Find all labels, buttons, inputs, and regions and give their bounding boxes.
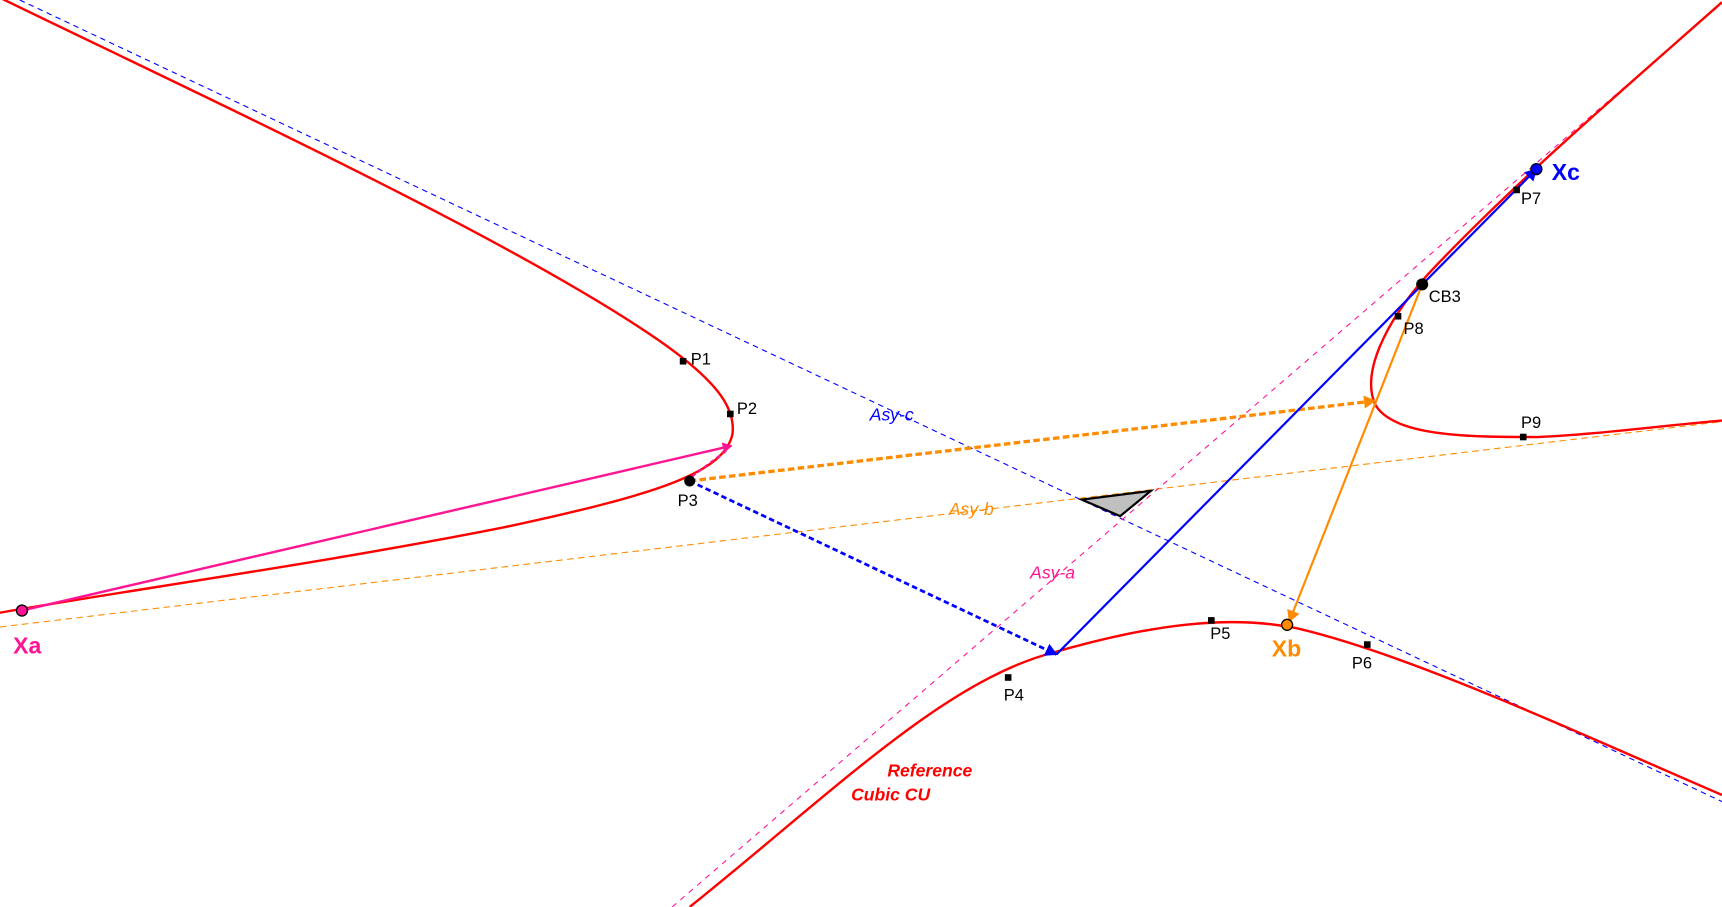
asymptote-a-line bbox=[671, 2, 1722, 907]
label-p9: P9 bbox=[1521, 414, 1541, 432]
point-p4-marker[interactable] bbox=[1004, 674, 1012, 681]
label-p8: P8 bbox=[1404, 320, 1424, 338]
line-lower-to-xc bbox=[1055, 168, 1538, 656]
point-xa-marker[interactable] bbox=[15, 604, 29, 617]
label-asy-a: Asy-a bbox=[1029, 563, 1075, 583]
arrow-cb3-to-xb bbox=[1287, 283, 1424, 623]
label-p6: P6 bbox=[1352, 655, 1372, 673]
label-p5: P5 bbox=[1210, 625, 1230, 643]
point-p6-marker[interactable] bbox=[1363, 641, 1371, 648]
curve-title-line1: Reference bbox=[887, 760, 972, 780]
arrow-p3-to-right-branch bbox=[689, 395, 1377, 483]
point-p3-marker[interactable] bbox=[684, 475, 696, 487]
label-p3: P3 bbox=[678, 492, 698, 510]
label-xa: Xa bbox=[13, 632, 41, 658]
point-p9-marker[interactable] bbox=[1519, 433, 1527, 441]
point-cb3-marker[interactable] bbox=[1416, 278, 1429, 291]
point-xb-marker[interactable] bbox=[1280, 618, 1294, 631]
label-asy-c: Asy-c bbox=[869, 405, 914, 425]
point-xc-marker[interactable] bbox=[1530, 162, 1543, 176]
curve-title-line2: Cubic CU bbox=[851, 784, 931, 804]
label-p4: P4 bbox=[1004, 687, 1024, 705]
label-p2: P2 bbox=[737, 400, 757, 418]
label-xb: Xb bbox=[1272, 636, 1301, 662]
asymptote-c-line bbox=[19, 0, 1722, 803]
cubic-curve-right-branch bbox=[1370, 1, 1722, 439]
label-cb3: CB3 bbox=[1429, 288, 1461, 306]
label-p7: P7 bbox=[1521, 190, 1541, 208]
point-p2-marker[interactable] bbox=[727, 410, 734, 418]
point-p7-marker[interactable] bbox=[1513, 186, 1520, 194]
asymptotic-triangle bbox=[1077, 489, 1155, 518]
point-p5-marker[interactable] bbox=[1208, 617, 1215, 624]
cubic-curve-lower-branch bbox=[688, 620, 1722, 907]
label-p1: P1 bbox=[691, 351, 711, 369]
label-xc: Xc bbox=[1552, 159, 1580, 185]
point-p1-marker[interactable] bbox=[679, 357, 687, 365]
asymptote-b-line bbox=[0, 421, 1722, 628]
point-p8-marker[interactable] bbox=[1394, 312, 1402, 320]
label-asy-b: Asy-b bbox=[948, 499, 994, 519]
arrow-xa-to-p2 bbox=[21, 442, 733, 612]
arrow-p3-to-lower-branch bbox=[689, 479, 1058, 656]
cubic-curve-left-branch bbox=[0, 0, 735, 614]
